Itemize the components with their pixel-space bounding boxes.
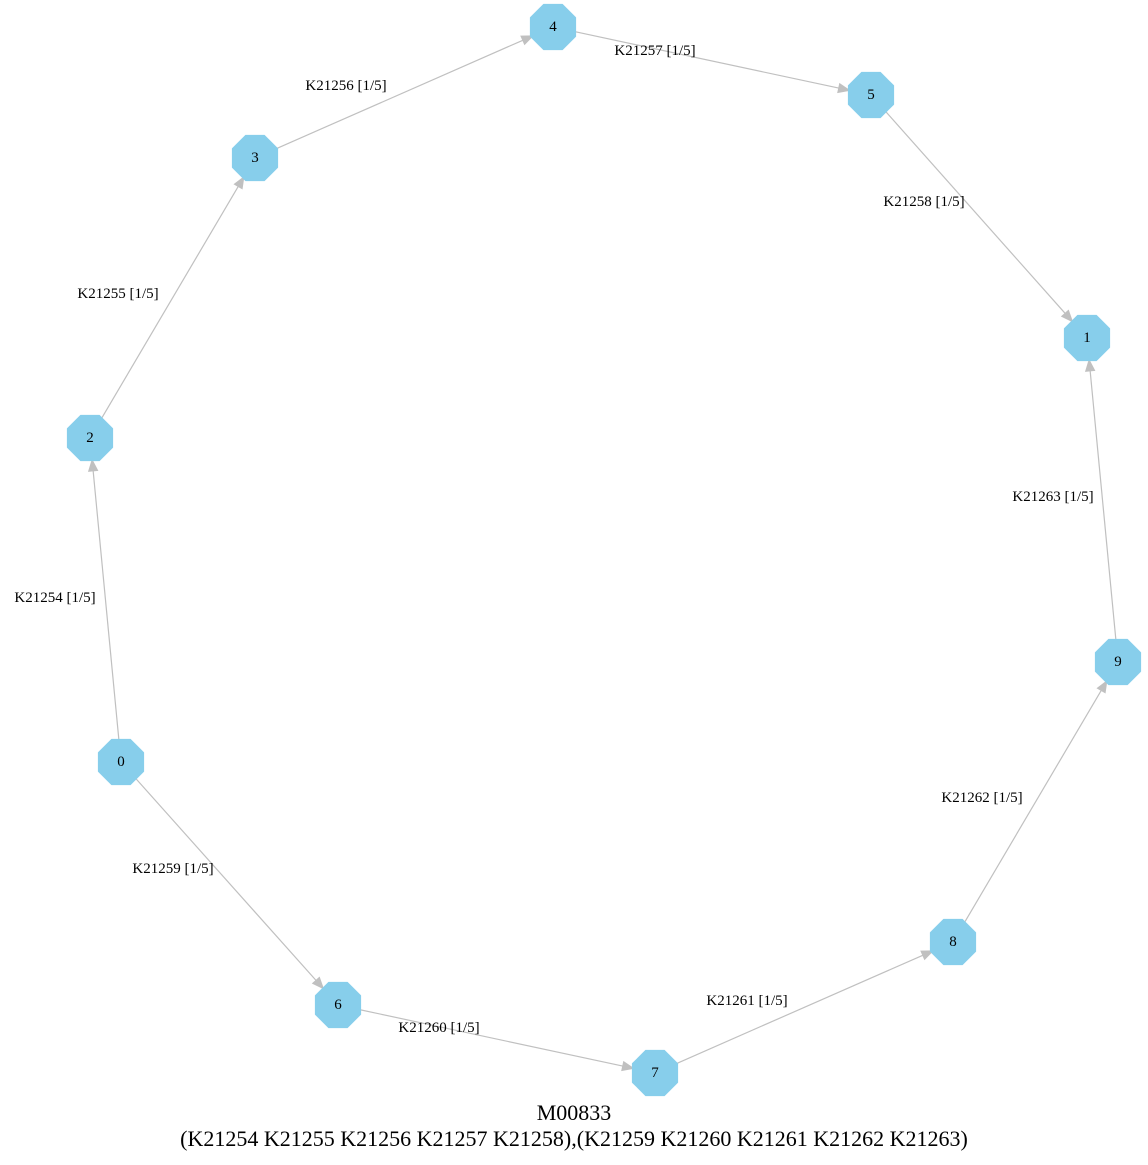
edge-4-5: K21257 [1/5] <box>574 31 851 94</box>
octagon-node-icon <box>97 738 145 786</box>
node-label: 8 <box>949 934 957 950</box>
node-1[interactable]: 1 <box>1063 314 1111 362</box>
octagon-node-icon <box>1063 314 1111 362</box>
edge-line <box>92 470 120 741</box>
arrowhead-icon <box>1084 358 1096 372</box>
octagon-node-icon <box>66 414 114 462</box>
edge-label: K21258 [1/5] <box>883 194 964 210</box>
node-2[interactable]: 2 <box>66 414 114 462</box>
octagon-node-icon <box>1094 638 1142 686</box>
arrowhead-icon <box>621 1060 635 1072</box>
edge-9-1: K21263 [1/5] <box>1012 358 1117 641</box>
edge-line <box>274 39 524 150</box>
edge-3-4: K21256 [1/5] <box>274 35 535 150</box>
arrowhead-icon <box>1096 679 1108 694</box>
arrowhead-icon <box>311 976 325 990</box>
edge-label: K21260 [1/5] <box>398 1020 479 1036</box>
edge-label: K21262 [1/5] <box>941 790 1022 806</box>
node-0[interactable]: 0 <box>97 738 145 786</box>
octagon-node-icon <box>231 134 279 182</box>
edge-label: K21257 [1/5] <box>614 43 695 59</box>
node-label: 3 <box>251 150 259 166</box>
edge-label: K21259 [1/5] <box>132 861 213 877</box>
node-7[interactable]: 7 <box>631 1049 679 1097</box>
arrowhead-icon <box>1060 309 1074 323</box>
node-8[interactable]: 8 <box>929 918 977 966</box>
octagon-node-icon <box>529 3 577 51</box>
arrowhead-icon <box>920 950 935 961</box>
edge-5-1: K21258 [1/5] <box>883 111 1074 323</box>
arrowhead-icon <box>837 82 851 94</box>
node-label: 7 <box>651 1065 659 1081</box>
node-label: 9 <box>1114 654 1122 670</box>
node-5[interactable]: 5 <box>847 71 895 119</box>
arrowhead-icon <box>87 458 99 472</box>
node-label: 2 <box>86 430 94 446</box>
edge-0-6: K21259 [1/5] <box>132 778 325 990</box>
edge-line <box>885 111 1066 314</box>
octagon-node-icon <box>631 1049 679 1097</box>
edge-label: K21263 [1/5] <box>1012 489 1093 505</box>
node-9[interactable]: 9 <box>1094 638 1142 686</box>
edge-label: K21255 [1/5] <box>77 286 158 302</box>
edge-line <box>100 186 239 420</box>
arrowhead-icon <box>520 35 535 46</box>
edge-label: K21256 [1/5] <box>305 78 386 94</box>
node-label: 1 <box>1083 330 1091 346</box>
octagon-node-icon <box>314 981 362 1029</box>
node-label: 4 <box>549 19 557 35</box>
edge-7-8: K21261 [1/5] <box>674 950 935 1065</box>
octagon-node-icon <box>847 71 895 119</box>
node-label: 5 <box>867 87 875 103</box>
node-3[interactable]: 3 <box>231 134 279 182</box>
node-6[interactable]: 6 <box>314 981 362 1029</box>
edge-line <box>1089 370 1117 641</box>
edge-0-2: K21254 [1/5] <box>14 458 120 741</box>
edge-label: K21254 [1/5] <box>14 590 95 606</box>
nodes-layer: 0 1 2 3 4 5 6 7 8 9 <box>66 3 1142 1097</box>
edge-line <box>135 778 317 981</box>
edge-line <box>574 31 839 89</box>
arrowhead-icon <box>233 175 245 190</box>
edge-label: K21261 [1/5] <box>706 993 787 1009</box>
edges-layer: K21254 [1/5] K21255 [1/5] K21256 [1/5] K212… <box>14 31 1117 1072</box>
octagon-node-icon <box>929 918 977 966</box>
edge-line <box>674 954 924 1065</box>
edge-6-7: K21260 [1/5] <box>359 1009 635 1072</box>
node-4[interactable]: 4 <box>529 3 577 51</box>
node-label: 0 <box>117 754 125 770</box>
edge-2-3: K21255 [1/5] <box>77 175 245 420</box>
graph-title: M00833 <box>536 1100 612 1125</box>
edge-8-9: K21262 [1/5] <box>941 679 1108 924</box>
edge-line <box>359 1009 623 1067</box>
edge-line <box>963 690 1102 924</box>
node-label: 6 <box>334 997 342 1013</box>
module-definition: (K21254 K21255 K21256 K21257 K21258),(K2… <box>180 1126 968 1151</box>
